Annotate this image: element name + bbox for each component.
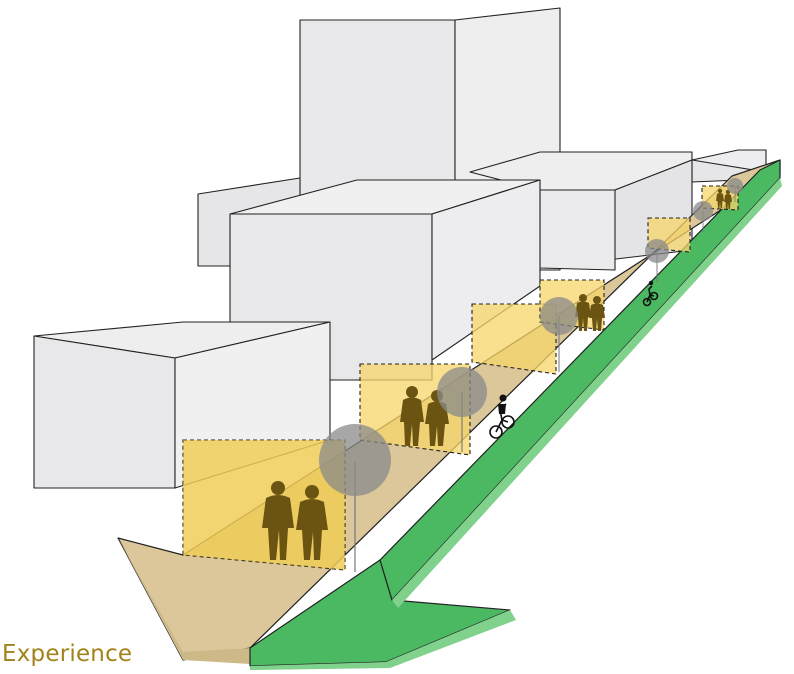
pedestrian-pair-4 xyxy=(716,188,732,209)
cyclist-1 xyxy=(489,394,515,439)
frontage-zones xyxy=(182,185,739,571)
pedestrian-pair-3 xyxy=(575,294,605,331)
tree-6 xyxy=(727,178,743,202)
cyclists xyxy=(489,280,659,439)
buildings xyxy=(33,7,767,489)
trees xyxy=(319,178,743,572)
caption-label: Experience xyxy=(2,641,133,667)
tree-2 xyxy=(437,367,487,452)
pedestrian-pair-1 xyxy=(262,481,328,560)
tree-3 xyxy=(540,297,578,372)
bike-lane xyxy=(249,159,782,670)
tree-5 xyxy=(693,201,713,232)
tree-1 xyxy=(319,424,391,572)
pedestrians xyxy=(262,188,732,560)
frontage-zone-3 xyxy=(471,303,557,375)
tree-4 xyxy=(645,239,669,282)
pedestrian-pair-2 xyxy=(400,386,449,446)
cyclist-2 xyxy=(642,280,659,307)
